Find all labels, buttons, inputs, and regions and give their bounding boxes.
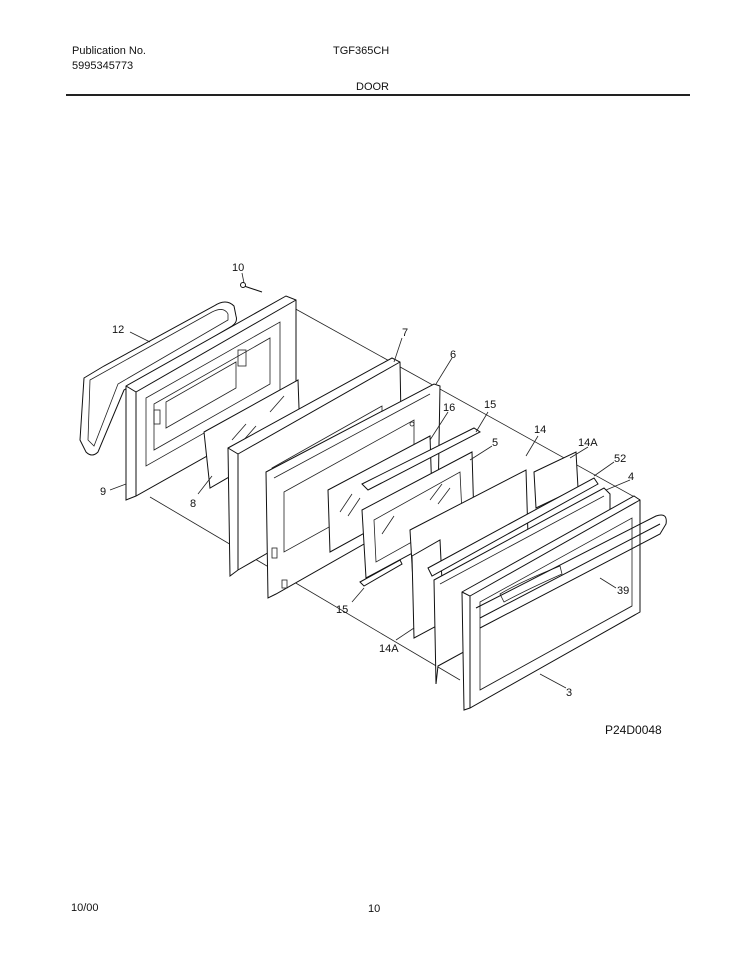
callout-leaders: [109, 272, 631, 689]
model-number: TGF365CH: [333, 45, 390, 57]
callout-6: 6: [450, 349, 456, 361]
part-15-retainer-bottom: [359, 559, 403, 587]
callout-14: 14: [534, 424, 546, 436]
callout-16: 16: [443, 402, 455, 414]
header-rule: [66, 94, 690, 96]
part-52-trim: [427, 477, 599, 577]
publication-label: Publication No.: [72, 45, 146, 57]
publication-number: 5995345773: [72, 60, 134, 72]
callout-4: 4: [628, 471, 634, 483]
drawing-code: P24D0048: [605, 723, 662, 737]
part-10-screw: [240, 282, 263, 293]
part-15-retainer-top: [361, 427, 481, 491]
callout-5: 5: [492, 437, 498, 449]
callout-15-top: 15: [484, 399, 496, 411]
callout-14a-bottom: 14A: [379, 643, 399, 655]
page-number: 10: [368, 903, 381, 915]
callout-10: 10: [232, 262, 244, 274]
callout-52: 52: [614, 453, 626, 465]
callout-8: 8: [190, 498, 196, 510]
footer-date: 10/00: [71, 902, 99, 914]
callout-7: 7: [402, 327, 408, 339]
alignment-guides: [149, 306, 641, 681]
callout-14a-top: 14A: [578, 437, 598, 449]
callout-15-bottom: 15: [336, 604, 348, 616]
callout-9: 9: [100, 486, 106, 498]
part-3-outer-door: [461, 495, 641, 711]
section-title: DOOR: [356, 81, 389, 93]
part-12-gasket: [79, 301, 237, 456]
callout-3: 3: [566, 687, 572, 699]
callout-39: 39: [617, 585, 629, 597]
part-39-handle: [475, 514, 667, 629]
callout-12: 12: [112, 324, 124, 336]
